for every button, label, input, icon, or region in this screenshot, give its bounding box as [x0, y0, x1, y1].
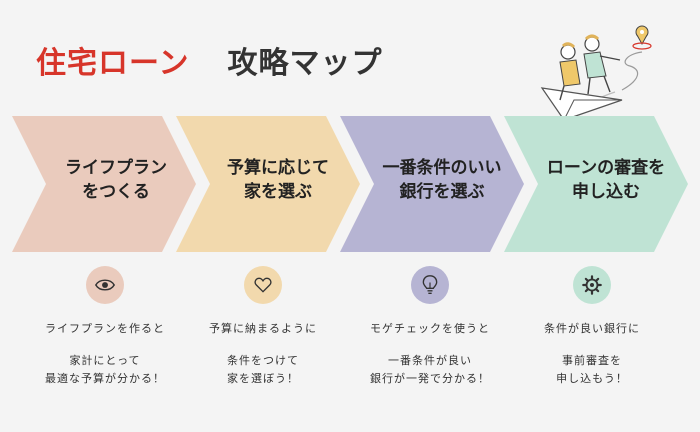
- step-3-label: 一番条件のいい 銀行を選ぶ: [382, 158, 502, 202]
- gear-icon: [573, 266, 611, 304]
- step-4-desc-top: 条件が良い銀行に: [544, 322, 640, 335]
- eye-icon: [86, 266, 124, 304]
- step-3-arrow: [340, 116, 524, 252]
- paper-plane-riders-illustration: [539, 25, 652, 133]
- step-4-desc-bottom: 事前審査を 申し込もう！: [556, 354, 628, 385]
- title-part-1: 住宅ローン: [36, 46, 190, 81]
- title-part-2: 攻略マップ: [227, 46, 383, 81]
- heart-icon: [244, 266, 282, 304]
- step-3-desc-bottom: 一番条件が良い 銀行が一発で分かる！: [370, 354, 490, 385]
- step-2-arrow: [176, 116, 360, 252]
- step-2-desc-bottom: 条件をつけて 家を選ぼう！: [227, 354, 299, 385]
- step-1-desc-top: ライフプランを作ると: [45, 322, 165, 335]
- step-2-label: 予算に応じて 家を選ぶ: [227, 158, 329, 202]
- step-1-desc-bottom: 家計にとって 最適な予算が分かる！: [45, 354, 165, 385]
- step-4-arrow: [504, 116, 688, 252]
- step-3-desc-top: モゲチェックを使うと: [370, 322, 490, 335]
- step-2-desc-top: 予算に納まるように: [209, 322, 317, 335]
- step-arrows: [12, 116, 688, 252]
- step-1-arrow: [12, 116, 196, 252]
- step-4-label: ローンの審査を 申し込む: [546, 158, 666, 202]
- step-1-label: ライフプラン をつくる: [65, 158, 167, 202]
- lightbulb-icon: [411, 266, 449, 304]
- page-title: 住宅ローン 攻略マップ: [36, 38, 383, 82]
